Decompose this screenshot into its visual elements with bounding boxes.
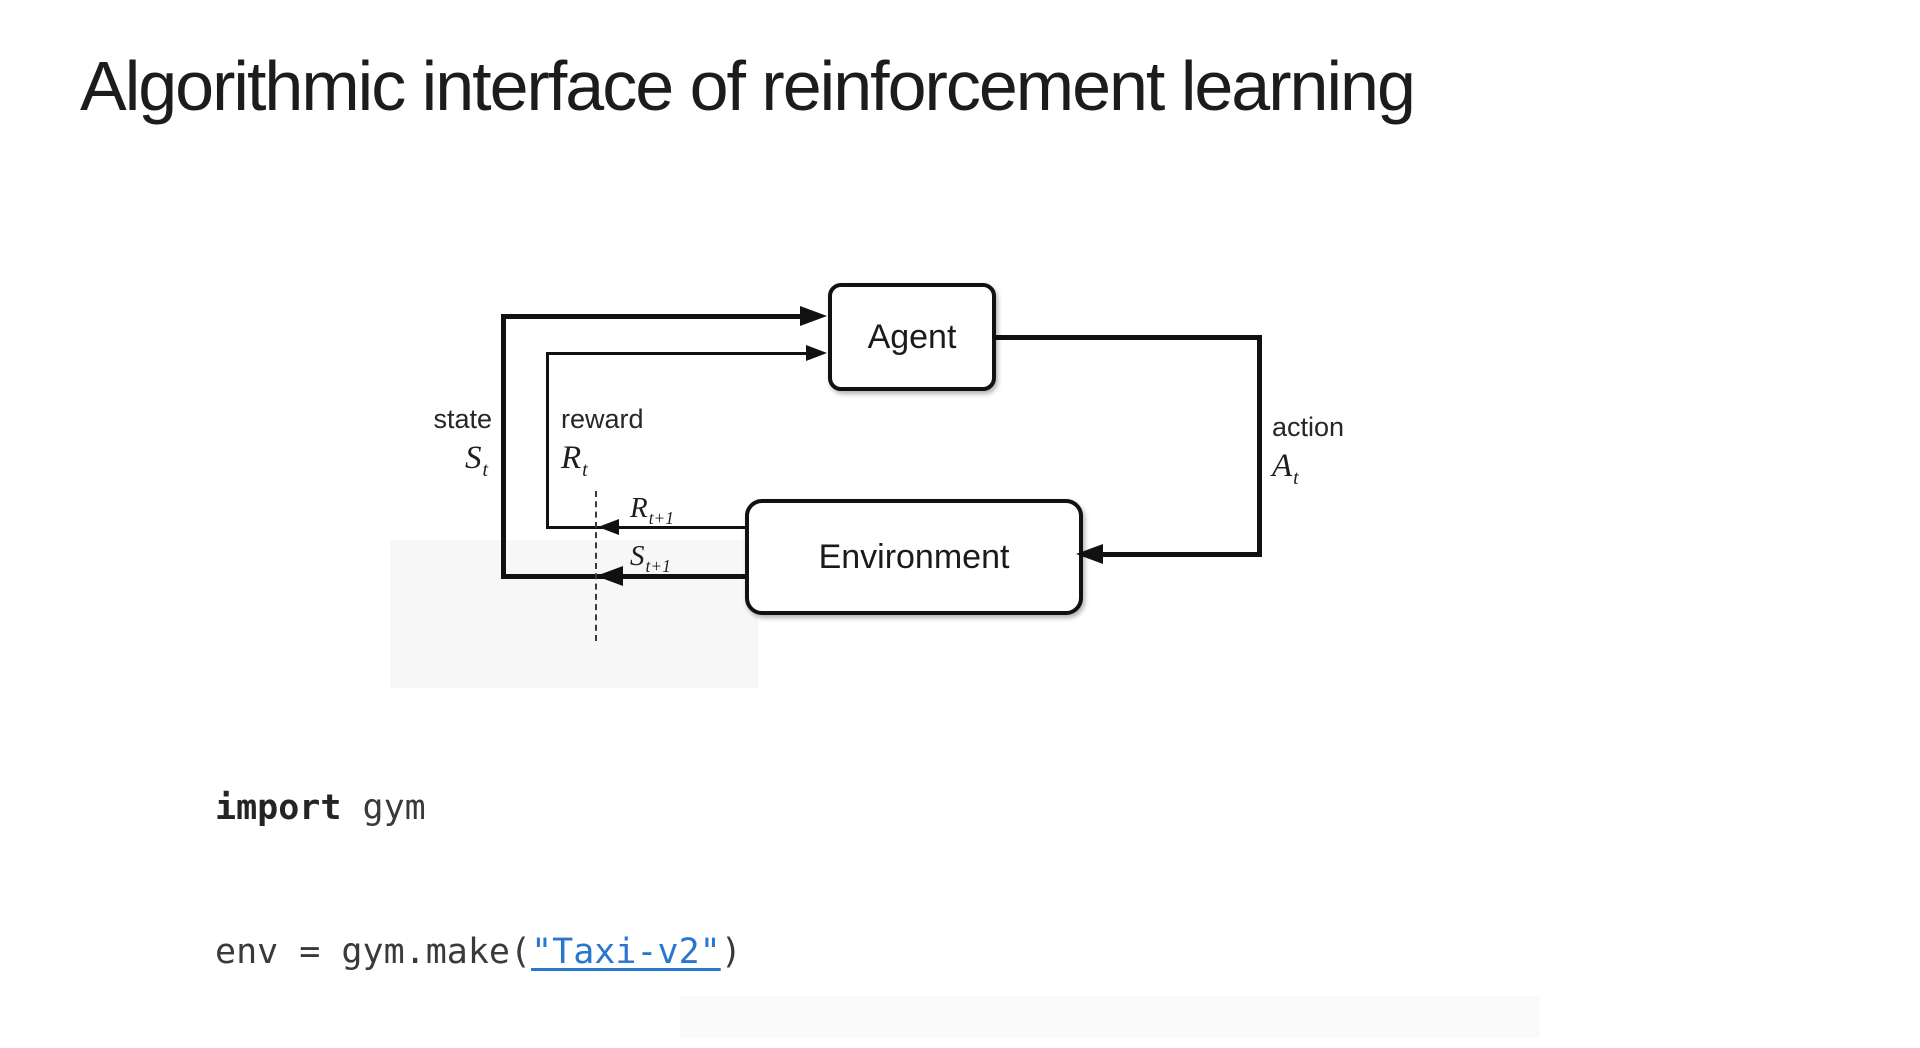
action-to-env-arrowhead	[1076, 544, 1103, 564]
action-line-from-agent	[988, 335, 1262, 340]
action-label: action	[1272, 412, 1345, 442]
next-reward-line	[546, 526, 747, 529]
environment-label: Environment	[818, 537, 1010, 576]
state-label: state	[433, 404, 492, 434]
taxi-v2-link[interactable]: "Taxi-v2"	[531, 932, 721, 972]
code-line: env = gym.make("Taxi-v2")	[215, 928, 1353, 976]
next-state-line	[501, 574, 747, 579]
next-reward-arrowhead	[598, 519, 619, 535]
reward-line-vertical	[546, 352, 549, 529]
state-line-vertical	[501, 314, 506, 579]
image-artifact	[680, 996, 1540, 1038]
image-artifact	[390, 540, 758, 688]
agent-box: Agent	[828, 283, 996, 391]
reward-symbol: Rt	[561, 440, 588, 481]
state-to-agent-arrowhead	[800, 306, 827, 326]
code-line: import gym	[215, 784, 1353, 832]
code-segment: )	[720, 932, 742, 972]
environment-box: Environment	[745, 499, 1083, 615]
slide-title: Algorithmic interface of reinforcement l…	[80, 47, 1416, 125]
next-state-arrowhead	[596, 566, 623, 586]
reward-to-agent-arrowhead	[806, 345, 827, 361]
reward-line-to-agent	[546, 352, 808, 355]
agent-label: Agent	[867, 317, 957, 356]
state-symbol: St	[465, 440, 488, 481]
action-line-to-env	[1078, 552, 1262, 557]
code-snippet: import gym env = gym.make("Taxi-v2") obs…	[215, 688, 1353, 1048]
code-segment: env = gym.make(	[215, 932, 532, 972]
next-reward-symbol: Rt+1	[630, 492, 674, 528]
code-segment: gym	[341, 788, 426, 828]
state-line-to-agent	[501, 314, 802, 319]
reward-label: reward	[561, 404, 644, 434]
keyword-import: import	[215, 788, 342, 828]
next-state-symbol: St+1	[630, 540, 671, 576]
action-line-vertical	[1257, 335, 1262, 557]
action-symbol: At	[1272, 448, 1299, 489]
